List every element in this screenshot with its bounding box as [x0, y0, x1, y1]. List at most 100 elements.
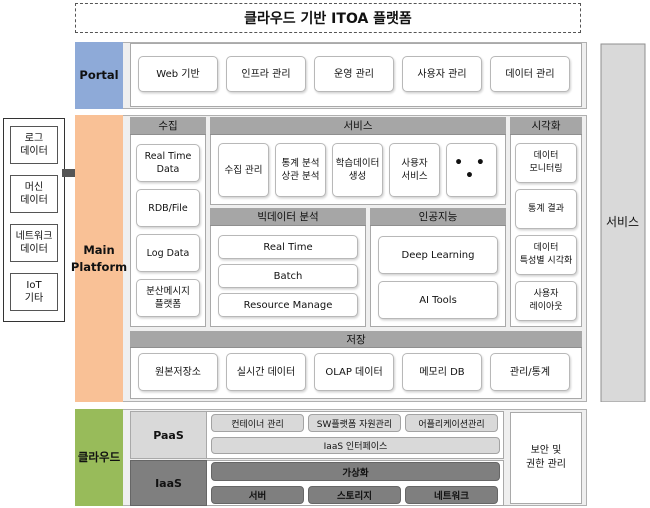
paas-item: 컨테이너 관리	[211, 414, 304, 432]
paas-item-text: 어플리케이션관리	[418, 419, 485, 430]
service-item: 학습데이터 생성	[332, 143, 383, 197]
iaas-item: 스토리지	[308, 486, 401, 504]
service-arrow-label: 서비스	[599, 42, 646, 400]
source-item-text: IoT 기타	[24, 280, 44, 304]
service-arrow-body	[600, 43, 646, 402]
iaas-interface-bar: IaaS 인터페이스	[211, 437, 500, 454]
bigdata-item-text: Resource Manage	[243, 299, 333, 311]
portal-item: 사용자 관리	[402, 56, 482, 92]
iaas-item-text: 스토리지	[337, 491, 372, 502]
main-layer-label: Main Platform	[71, 115, 127, 402]
portal-item-text: 사용자 관리	[417, 68, 467, 80]
service-header: 서비스	[210, 117, 506, 135]
visual-item-text: 통계 결과	[528, 203, 564, 214]
collect-item-text: Log Data	[146, 247, 190, 259]
portal-item-text: 데이터 관리	[505, 68, 555, 80]
iaas-item-text: 서버	[248, 491, 267, 502]
collect-item: Log Data	[136, 234, 200, 272]
service-item-text: 통계 분석 상관 분석	[281, 158, 320, 182]
service-item-text: 수집 관리	[224, 164, 263, 176]
visual-header: 시각화	[510, 117, 582, 135]
platform-title-text: 클라우드 기반 ITOA 플랫폼	[244, 11, 412, 27]
iaas-interface-text: IaaS 인터페이스	[323, 442, 388, 452]
storage-item: 실시간 데이터	[226, 353, 306, 391]
bigdata-header: 빅데이터 분석	[210, 208, 366, 226]
storage-item: 원본저장소	[138, 353, 218, 391]
collect-title: 수집	[158, 120, 178, 132]
bigdata-item-text: Real Time	[263, 241, 313, 253]
collect-item-text: RDB/File	[148, 202, 188, 214]
source-item: 로그 데이터	[10, 126, 58, 164]
iaas-item: 서버	[211, 486, 304, 504]
portal-layer-label: Portal	[75, 42, 123, 109]
portal-item-text: 인프라 관리	[241, 68, 291, 80]
service-arrow	[600, 43, 646, 402]
visual-item: 데이터 모니터링	[515, 143, 577, 183]
storage-item-text: 원본저장소	[155, 366, 201, 378]
service-item: • • •	[446, 143, 497, 197]
storage-item-text: 메모리 DB	[419, 366, 465, 378]
storage-item-text: 실시간 데이터	[236, 366, 296, 378]
security-text: 보안 및 권한 관리	[526, 445, 566, 470]
ai-item: AI Tools	[378, 281, 498, 319]
ai-item-text: AI Tools	[419, 294, 457, 306]
service-item: 사용자 서비스	[389, 143, 440, 197]
bigdata-item: Real Time	[218, 235, 358, 259]
source-item: 머신 데이터	[10, 175, 58, 213]
portal-layer-text: Portal	[79, 68, 119, 82]
paas-item-text: 컨테이너 관리	[231, 419, 284, 430]
service-item-text: 학습데이터 생성	[335, 158, 380, 182]
service-item: 통계 분석 상관 분석	[275, 143, 326, 197]
visual-item: 데이터 특성별 시각화	[515, 235, 577, 275]
ai-title: 인공지능	[418, 211, 458, 223]
collect-header: 수집	[130, 117, 206, 135]
iaas-item-text: 네트워크	[434, 491, 469, 502]
collect-item-text: Real Time Data	[144, 151, 192, 175]
bigdata-item: Batch	[218, 264, 358, 288]
storage-item-text: OLAP 데이터	[325, 366, 383, 378]
iaas-label: IaaS	[130, 460, 207, 506]
ai-header: 인공지능	[370, 208, 506, 226]
paas-item-text: SW플랫폼 자원관리	[316, 419, 393, 430]
virtualization-text: 가상화	[342, 467, 369, 479]
iaas-item: 네트워크	[405, 486, 498, 504]
storage-item-text: 관리/통계	[509, 366, 551, 378]
storage-item: 관리/통계	[490, 353, 570, 391]
collect-item: RDB/File	[136, 189, 200, 227]
source-item-text: 로그 데이터	[20, 133, 48, 157]
ai-item-text: Deep Learning	[401, 249, 475, 261]
source-item: 네트워크 데이터	[10, 224, 58, 262]
cloud-layer-text: 클라우드	[77, 450, 121, 464]
main-layer-text: Main Platform	[70, 242, 128, 274]
service-item-text: • • •	[454, 155, 489, 184]
portal-item: Web 기반	[138, 56, 218, 92]
service-title: 서비스	[343, 120, 373, 132]
source-item-text: 머신 데이터	[20, 182, 48, 206]
visual-item: 통계 결과	[515, 189, 577, 229]
collect-item-text: 분산메시지 플랫폼	[146, 286, 190, 310]
paas-item: 어플리케이션관리	[405, 414, 498, 432]
visual-item: 사용자 레이아웃	[515, 281, 577, 321]
paas-item: SW플랫폼 자원관리	[308, 414, 401, 432]
iaas-label-text: IaaS	[155, 476, 182, 490]
storage-header: 저장	[130, 331, 582, 348]
service-arrow-text: 서비스	[605, 214, 640, 229]
cloud-layer-label: 클라우드	[75, 409, 123, 506]
visual-item-text: 사용자 레이아웃	[529, 289, 563, 312]
source-item: IoT 기타	[10, 273, 58, 311]
paas-label: PaaS	[130, 411, 207, 459]
collect-item: 분산메시지 플랫폼	[136, 279, 200, 317]
portal-item: 운영 관리	[314, 56, 394, 92]
virtualization-bar: 가상화	[211, 462, 500, 481]
platform-title: 클라우드 기반 ITOA 플랫폼	[75, 3, 581, 33]
portal-item: 인프라 관리	[226, 56, 306, 92]
storage-item: 메모리 DB	[402, 353, 482, 391]
portal-item: 데이터 관리	[490, 56, 570, 92]
bigdata-item-text: Batch	[273, 270, 303, 282]
collect-item: Real Time Data	[136, 144, 200, 182]
ai-item: Deep Learning	[378, 236, 498, 274]
bigdata-title: 빅데이터 분석	[257, 211, 319, 223]
service-item-text: 사용자 서비스	[401, 158, 428, 182]
security-box: 보안 및 권한 관리	[510, 412, 582, 504]
visual-item-text: 데이터 모니터링	[529, 151, 563, 174]
